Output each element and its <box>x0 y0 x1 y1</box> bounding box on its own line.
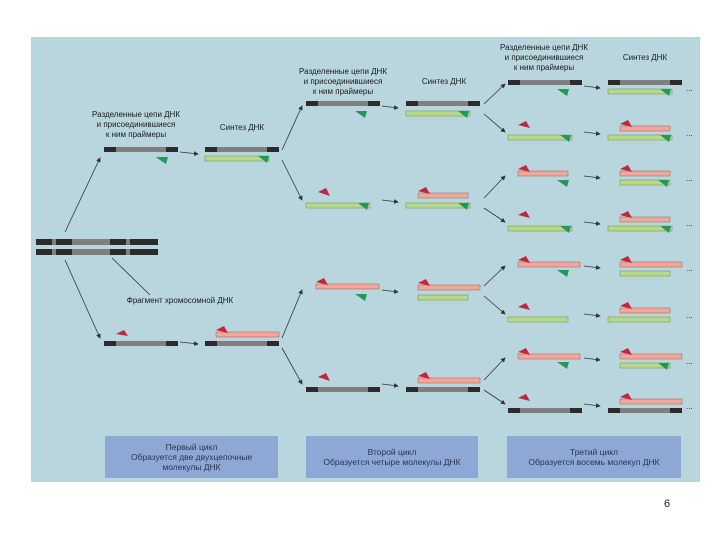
ellipsis: ... <box>686 219 693 228</box>
c3-duplex-5 <box>619 256 683 277</box>
label-separated-c3-l3: к ним праймеры <box>514 63 574 72</box>
ellipsis: ... <box>686 129 693 138</box>
c2-separated-4 <box>306 373 380 392</box>
ellipsis: ... <box>686 402 693 411</box>
cycle-box-3: Третий цикл Образуется восемь молекул ДН… <box>507 436 681 478</box>
c3-duplex-6 <box>607 302 671 323</box>
c1-upper-duplex <box>204 147 279 163</box>
page-number: 6 <box>664 498 671 510</box>
label-separated-c1-l2: и присоединившиеся <box>97 120 176 129</box>
label-separated-c3-l2: и присоединившиеся <box>505 53 584 62</box>
c1-upper-separated <box>104 147 178 164</box>
c3-separated-1 <box>508 80 582 96</box>
label-fragment: Фрагмент хромосомной ДНК <box>127 296 234 305</box>
c3-separated-7 <box>517 348 581 369</box>
cycle-title: Первый цикл <box>165 442 218 452</box>
chromosome-fragment <box>36 239 158 255</box>
cycle-line: Образуется восемь молекул ДНК <box>528 457 660 467</box>
c2-duplex-4 <box>406 372 481 392</box>
c3-separated-4 <box>507 211 573 233</box>
ellipsis: ... <box>686 311 693 320</box>
ellipsis: ... <box>686 264 693 273</box>
branch-arrows <box>64 83 601 408</box>
c1-lower-duplex <box>205 326 280 346</box>
c3-duplex-1 <box>607 80 682 96</box>
cycle-line: Образуется две двухцепочные <box>130 452 253 462</box>
label-separated-c1-l1: Разделенные цепи ДНК <box>92 110 180 119</box>
label-separated-c3-l1: Разделенные цепи ДНК <box>500 43 588 52</box>
ellipsis: ... <box>686 84 693 93</box>
cycle-line: молекулы ДНК <box>162 462 221 472</box>
label-separated-c2-l2: и присоединившиеся <box>304 77 383 86</box>
c3-separated-8 <box>508 394 582 413</box>
ellipsis: ... <box>686 357 693 366</box>
c2-separated-2 <box>305 188 371 210</box>
label-synthesis-c1: Синтез ДНК <box>220 123 265 132</box>
label-synthesis-c2: Синтез ДНК <box>422 77 467 86</box>
cycle-box-1: Первый цикл Образуется две двухцепочные … <box>105 436 278 478</box>
c3-duplex-7 <box>619 348 683 370</box>
c3-separated-3 <box>517 165 569 187</box>
c3-separated-5 <box>517 256 581 277</box>
c3-duplex-2 <box>607 120 673 142</box>
cycle-title: Третий цикл <box>569 447 619 457</box>
cycle-box-2: Второй цикл Образуется четыре молекулы Д… <box>306 436 478 478</box>
c2-separated-3 <box>315 278 380 301</box>
label-synthesis-c3: Синтез ДНК <box>623 53 668 62</box>
c3-separated-2 <box>507 121 573 142</box>
c2-duplex-1 <box>405 101 480 118</box>
c1-lower-separated <box>104 330 178 346</box>
c3-duplex-3 <box>619 165 671 187</box>
c3-duplex-8 <box>608 393 683 413</box>
label-separated-c1-l3: к ним праймеры <box>106 130 166 139</box>
c2-duplex-2 <box>405 187 471 210</box>
c3-separated-6 <box>507 303 569 323</box>
label-separated-c2-l1: Разделенные цепи ДНК <box>299 67 387 76</box>
cycle-title: Второй цикл <box>367 447 417 457</box>
ellipsis: ... <box>686 174 693 183</box>
continuation-ellipses: ... ... ... ... ... ... ... ... <box>686 84 693 411</box>
cycle-line: Образуется четыре молекулы ДНК <box>323 457 461 467</box>
c3-duplex-4 <box>607 211 673 233</box>
c2-separated-1 <box>306 101 380 118</box>
label-separated-c2-l3: к ним праймеры <box>313 87 373 96</box>
c2-duplex-3 <box>417 279 481 301</box>
